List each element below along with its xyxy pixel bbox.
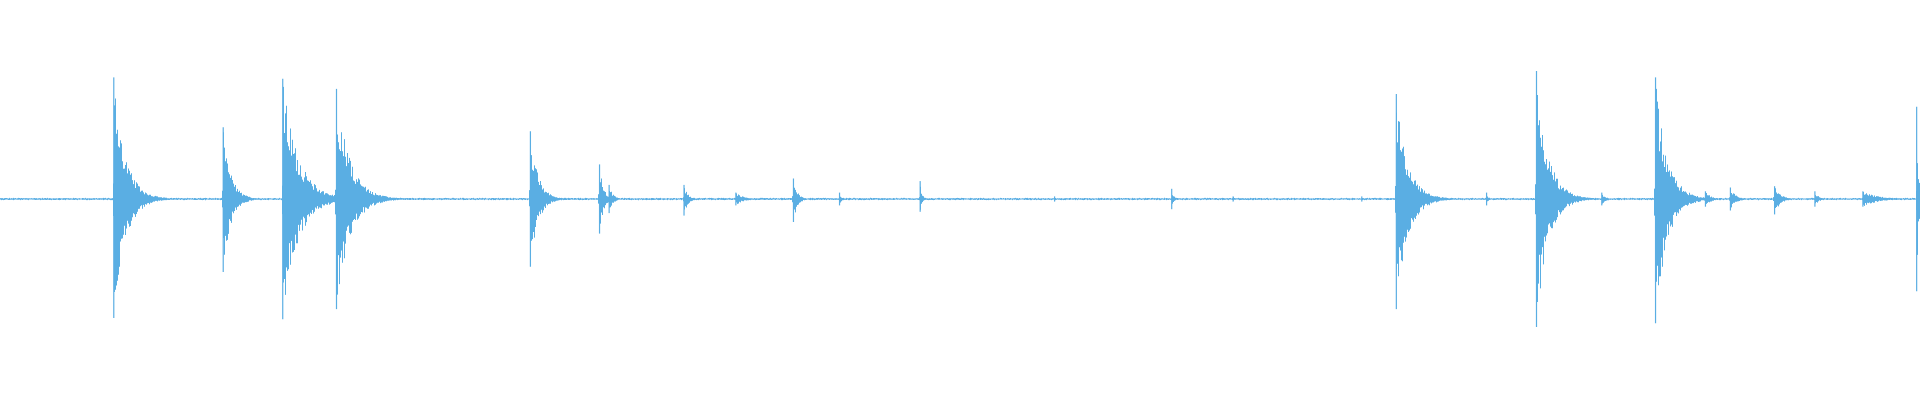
waveform-signal [0, 78, 1920, 302]
waveform-series [0, 71, 1920, 327]
